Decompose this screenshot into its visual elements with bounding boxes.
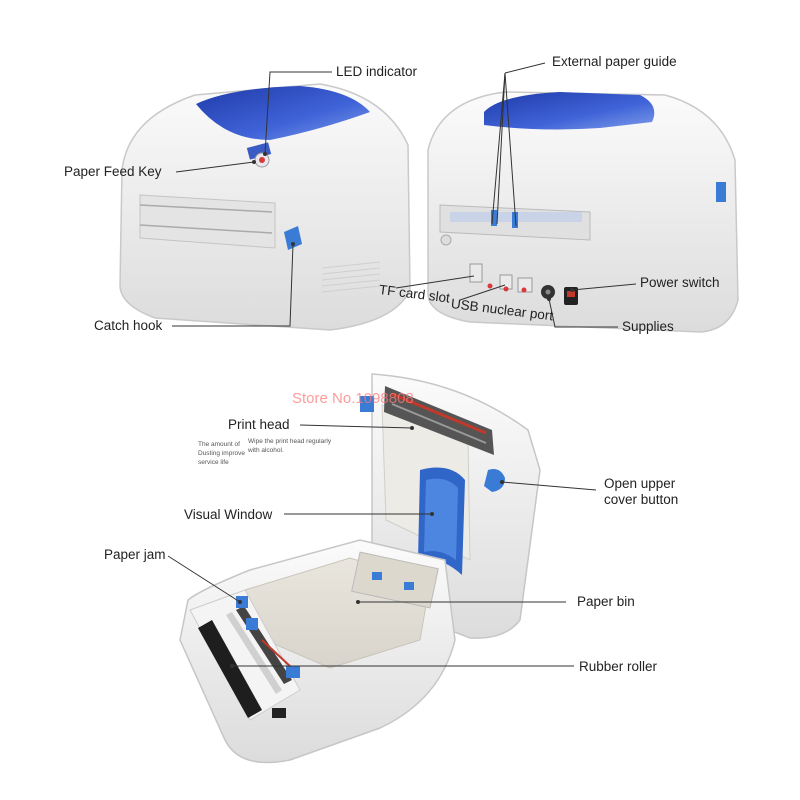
tf-card-slot xyxy=(469,263,483,283)
catch-hook xyxy=(284,226,302,250)
paper-guide-right xyxy=(512,212,518,228)
label-catch-hook: Catch hook xyxy=(94,318,163,333)
label-open-upper-cover-line-2: cover button xyxy=(604,492,679,507)
led-indicator xyxy=(259,157,265,163)
printer-front-view xyxy=(119,83,411,331)
store-watermark: Store No.1098808 xyxy=(292,390,414,407)
print-head-note-left-2: Dusting improve xyxy=(198,450,245,457)
label-open-upper-cover-line-1: Open upper xyxy=(604,476,676,491)
label-rubber-roller: Rubber roller xyxy=(579,659,658,674)
print-head-note-left-1: The amount of xyxy=(198,441,240,448)
leader-lines xyxy=(167,62,637,667)
open-cover-button xyxy=(484,469,505,492)
print-head-note-right-2: with alcohol. xyxy=(248,447,284,454)
label-visual-window: Visual Window xyxy=(184,507,273,522)
print-head-note-right-1: Wipe the print head regularly xyxy=(248,438,332,445)
printer-open-view xyxy=(179,373,541,764)
rear-window-cover xyxy=(484,92,655,130)
label-external-paper-guide: External paper guide xyxy=(552,54,677,69)
label-led-indicator: LED indicator xyxy=(336,64,418,79)
front-window-cover xyxy=(196,86,370,140)
label-paper-jam: Paper jam xyxy=(104,547,166,562)
rear-side-button xyxy=(716,182,726,202)
print-head-note-left-3: service life xyxy=(198,459,229,466)
label-supplies: Supplies xyxy=(622,319,674,334)
label-paper-feed-key: Paper Feed Key xyxy=(64,164,162,179)
label-print-head: Print head xyxy=(228,417,290,432)
label-power-switch: Power switch xyxy=(640,275,720,290)
rubber-roller xyxy=(198,620,262,718)
printer-rear-view xyxy=(427,91,739,333)
label-paper-bin: Paper bin xyxy=(577,594,635,609)
